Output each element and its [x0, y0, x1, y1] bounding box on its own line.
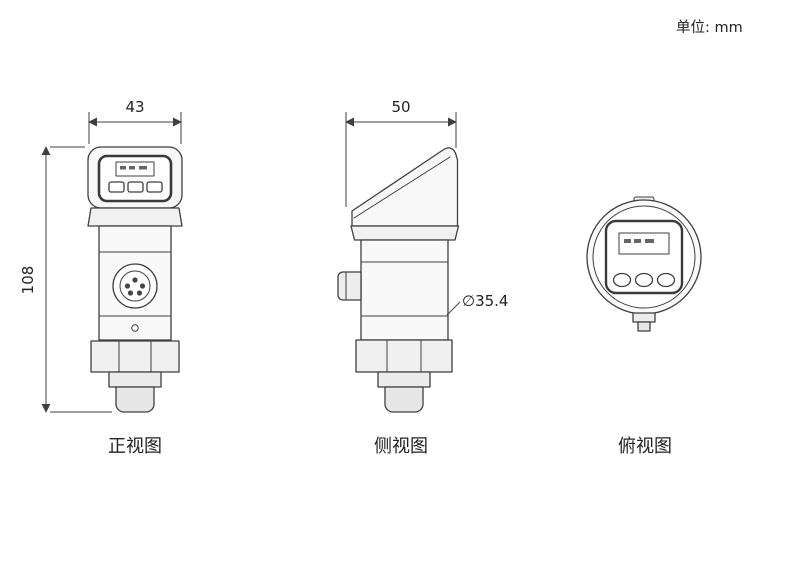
side-hex-nut	[355, 339, 453, 373]
unit-label: 单位: mm	[676, 19, 743, 36]
top-lcd-screen	[618, 232, 670, 255]
front-connector	[112, 263, 158, 309]
side-head-housing	[351, 147, 459, 227]
front-body	[98, 225, 172, 341]
side-pressure-port	[384, 386, 424, 413]
front-vent-hole	[131, 324, 139, 332]
front-buttons	[108, 181, 163, 193]
top-view-drawing	[586, 196, 702, 332]
dim-front-height: 108	[19, 266, 37, 295]
front-lcd-digits	[120, 166, 147, 170]
top-buttons	[612, 272, 676, 288]
front-thread-base	[108, 371, 162, 388]
side-view-label: 侧视图	[374, 436, 428, 457]
front-hex-nut	[90, 340, 180, 373]
front-view-label: 正视图	[108, 436, 162, 457]
side-body	[360, 239, 449, 341]
side-view-drawing	[337, 147, 460, 413]
side-thread-base	[377, 371, 431, 388]
front-pressure-port	[115, 386, 155, 413]
side-dimensions: 50 ∅35.4	[345, 98, 508, 316]
front-head-collar	[87, 207, 183, 227]
dim-side-width: 50	[391, 98, 410, 116]
top-lcd-digits	[624, 239, 654, 243]
dim-body-diameter: ∅35.4	[462, 292, 508, 310]
top-view-label: 俯视图	[618, 436, 672, 457]
top-bottom-stub	[632, 312, 656, 332]
dim-front-width: 43	[125, 98, 144, 116]
front-dimensions: 43 108	[19, 98, 182, 413]
front-view-drawing	[87, 146, 183, 413]
side-head-collar	[350, 225, 460, 241]
side-connector	[337, 271, 362, 301]
